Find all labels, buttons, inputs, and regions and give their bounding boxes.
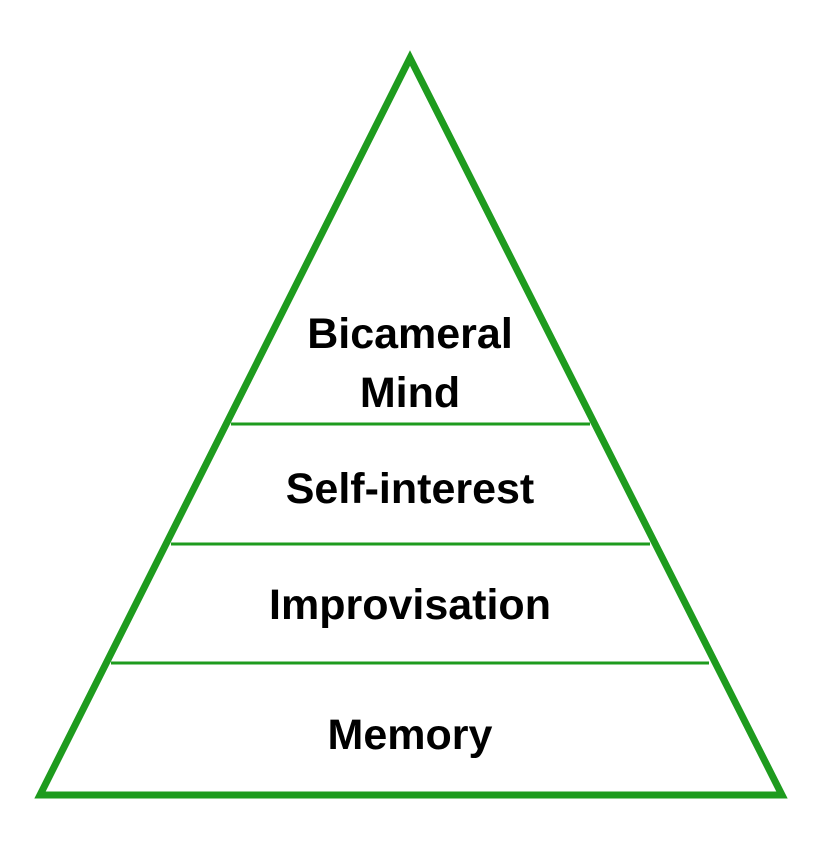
- tier-label: Memory: [328, 711, 493, 759]
- tier-improvisation: Improvisation: [269, 581, 551, 629]
- pyramid-outline: [34, 50, 788, 799]
- tier-memory: Memory: [328, 711, 493, 759]
- tier-label: Improvisation: [269, 581, 551, 629]
- tier-self-interest: Self-interest: [286, 465, 535, 513]
- tier-label: Self-interest: [286, 465, 535, 513]
- tier-label-line: Mind: [360, 369, 460, 417]
- tier-label-line: Bicameral: [307, 310, 513, 358]
- tier-bicameral-mind: Bicameral Mind: [307, 310, 513, 417]
